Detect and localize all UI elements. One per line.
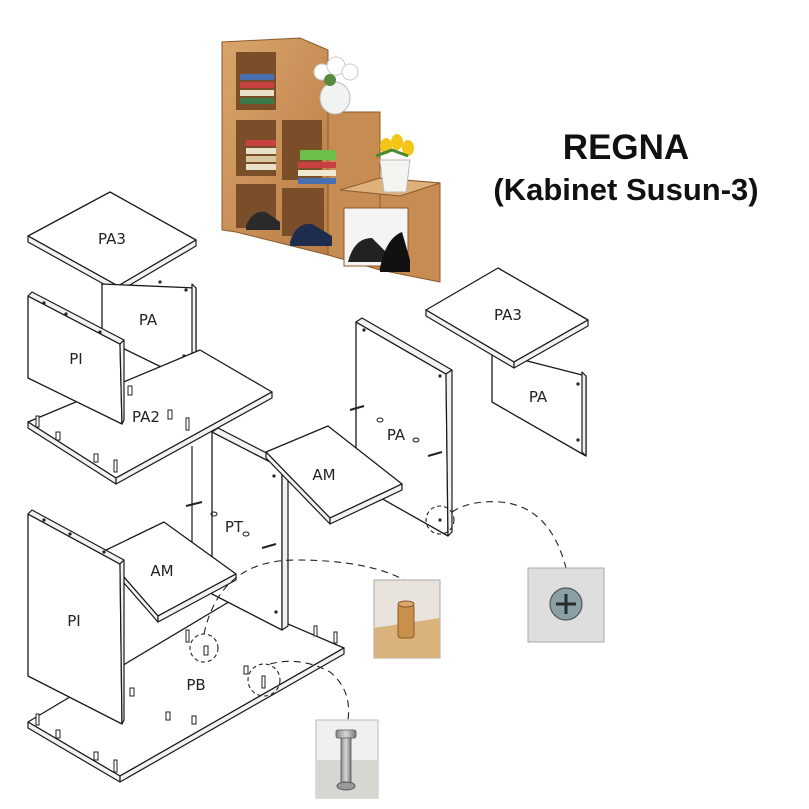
pa2-shelf-panel: PA2 xyxy=(27,349,273,485)
label-am-lower: AM xyxy=(150,562,173,580)
pi-side-panel-lower: PI xyxy=(27,509,125,725)
shelf-cabinet-photo-icon xyxy=(221,37,441,283)
wooden-dowel-icon xyxy=(373,579,441,659)
product-title: REGNA xyxy=(562,128,690,167)
label-pa-right: PA xyxy=(387,426,406,444)
pa3-top-panel-left: PA3 xyxy=(27,191,197,293)
pa3-top-panel-right: PA3 xyxy=(425,267,589,369)
product-photo xyxy=(221,37,441,283)
pa-back-panel-right: PA xyxy=(491,346,587,457)
label-pa2: PA2 xyxy=(132,408,160,426)
label-am-upper: AM xyxy=(312,466,335,484)
product-subtitle: (Kabinet Susun-3) xyxy=(493,172,759,207)
label-pa-right-back: PA xyxy=(529,388,548,406)
label-pa3-left: PA3 xyxy=(98,230,126,248)
cross-screw-icon xyxy=(527,567,605,643)
cam-bolt-icon xyxy=(315,719,379,799)
label-pa3-right: PA3 xyxy=(494,306,522,324)
pb-base-panel: PB xyxy=(27,599,345,783)
label-pa-left: PA xyxy=(139,311,158,329)
am-shelf-upper: AM xyxy=(265,425,403,525)
label-pb: PB xyxy=(186,676,205,694)
callout-cam xyxy=(247,660,379,799)
label-pt: PT xyxy=(225,518,244,536)
callout-screw xyxy=(425,501,605,643)
callout-dowel xyxy=(189,559,441,663)
label-pi-upper: PI xyxy=(69,350,82,368)
label-pi-lower: PI xyxy=(67,612,80,630)
pi-side-panel-upper: PI xyxy=(27,291,125,425)
